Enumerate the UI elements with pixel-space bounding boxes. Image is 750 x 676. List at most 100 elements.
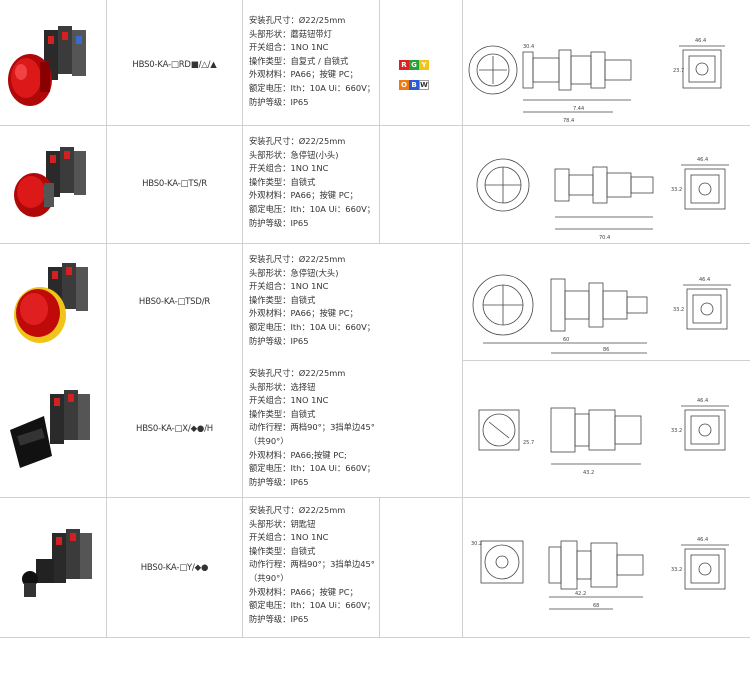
dimension-label: 33.2 bbox=[671, 187, 682, 193]
spec-line: 开关组合：1NO 1NC bbox=[249, 281, 329, 292]
grid-line bbox=[0, 497, 750, 498]
spec-line: 开关组合：1NO 1NC bbox=[249, 163, 329, 174]
spec-line: 安装孔尺寸：Ø22/25mm bbox=[249, 505, 346, 515]
dimension-label: 43.2 bbox=[583, 470, 594, 476]
dimension-label: 7.44 bbox=[573, 106, 584, 112]
product-row: HBS0-KA-□TSD/R 安装孔尺寸：Ø22/25mm 头部形状：急停钮(大… bbox=[0, 243, 750, 360]
spec-line: 安装孔尺寸：Ø22/25mm bbox=[249, 254, 346, 264]
grid-line bbox=[0, 125, 750, 126]
grid-line bbox=[242, 0, 243, 637]
spec-line: 操作类型：自复式 / 自锁式 bbox=[249, 55, 349, 66]
color-code-y: Y bbox=[419, 60, 429, 70]
dimension-drawing: 60 86 46.4 33.2 bbox=[463, 243, 750, 360]
dimension-drawing: 70.4 46.4 33.2 bbox=[463, 125, 750, 243]
spec-line: 头部形状：急停钮(大头) bbox=[249, 267, 339, 278]
grid-line bbox=[106, 0, 107, 637]
dimension-label: 46.4 bbox=[697, 537, 708, 543]
dimension-label: 46.4 bbox=[695, 38, 706, 44]
dimension-label: 68 bbox=[593, 603, 599, 609]
grid-line bbox=[462, 0, 463, 637]
color-code-o: O bbox=[399, 80, 409, 90]
spec-line: 防护等级：IP65 bbox=[249, 96, 309, 107]
dimension-label: 60 bbox=[563, 337, 569, 343]
spec-line: 安装孔尺寸：Ø22/25mm bbox=[249, 368, 346, 378]
spec-line: 操作类型：自锁式 bbox=[249, 294, 316, 305]
dimension-label: 46.4 bbox=[697, 398, 708, 404]
spec-line: 头部形状：选择钮 bbox=[249, 381, 316, 392]
spec-line: 头部形状：钥匙钮 bbox=[249, 518, 316, 529]
dimension-drawing: 30.2 42.2 68 46.4 33.2 bbox=[463, 497, 750, 637]
spec-line: 额定电压：Ith：10A Ui：660V； bbox=[249, 600, 376, 611]
product-photo-estop-small bbox=[0, 125, 106, 243]
color-code-r: R bbox=[399, 60, 409, 70]
product-photo-key-switch bbox=[0, 497, 106, 637]
dimension-label: 78.4 bbox=[563, 118, 574, 124]
dimension-label: 33.2 bbox=[671, 428, 682, 434]
dimension-label: 46.4 bbox=[697, 157, 708, 163]
spec-list: 安装孔尺寸：Ø22/25mm 头部形状：钥匙钮 开关组合：1NO 1NC 操作类… bbox=[249, 504, 379, 626]
spec-line: 防护等级：IP65 bbox=[249, 217, 309, 228]
spec-line: 操作类型：自锁式 bbox=[249, 545, 316, 556]
spec-list: 安装孔尺寸：Ø22/25mm 头部形状：急停钮(小头) 开关组合：1NO 1NC… bbox=[249, 135, 379, 230]
dimension-drawing: 25.7 43.2 46.4 33.2 bbox=[463, 360, 750, 497]
spec-line: （共90°） bbox=[249, 435, 289, 446]
spec-line: 安装孔尺寸：Ø22/25mm bbox=[249, 15, 346, 25]
spec-line: 额定电压：Ith：10A Ui：660V； bbox=[249, 321, 376, 332]
spec-line: 动作行程：两档90°；3挡单边45° bbox=[249, 559, 375, 570]
spec-line: 额定电压：Ith：10A Ui：660V； bbox=[249, 203, 376, 214]
spec-line: 外观材料：PA66；按键 PC； bbox=[249, 586, 358, 597]
model-code: HBS0-KA-□RD■/△/▲ bbox=[132, 60, 217, 70]
product-photo-estop-large bbox=[0, 243, 106, 360]
dimension-label: 42.2 bbox=[575, 591, 586, 597]
spec-list: 安装孔尺寸：Ø22/25mm 头部形状：急停钮(大头) 开关组合：1NO 1NC… bbox=[249, 253, 379, 348]
grid-line bbox=[0, 243, 750, 244]
spec-line: 开关组合：1NO 1NC bbox=[249, 395, 329, 406]
spec-line: 外观材料：PA66；按键 PC； bbox=[249, 69, 358, 80]
dimension-label: 33.2 bbox=[671, 567, 682, 573]
model-code: HBS0-KA-□TS/R bbox=[142, 179, 207, 189]
spec-line: 外观材料：PA66;按键 PC; bbox=[249, 449, 347, 460]
grid-line bbox=[462, 360, 750, 361]
spec-line: 安装孔尺寸：Ø22/25mm bbox=[249, 136, 346, 146]
model-code: HBS0-KA-□X/◆●/H bbox=[136, 424, 213, 434]
model-code: HBS0-KA-□Y/◆● bbox=[140, 563, 209, 573]
spec-line: 动作行程：两档90°；3挡单边45° bbox=[249, 422, 375, 433]
dimension-label: 70.4 bbox=[599, 235, 610, 241]
grid-line bbox=[0, 637, 750, 638]
spec-line: 外观材料：PA66；按键 PC； bbox=[249, 308, 358, 319]
color-code-w: W bbox=[419, 80, 429, 90]
grid-line bbox=[379, 497, 380, 637]
color-code-b: B bbox=[409, 80, 419, 90]
dimension-label: 33.2 bbox=[673, 307, 684, 313]
product-row: HBS0-KA-□RD■/△/▲ 安装孔尺寸：Ø22/25mm 头部形状：蘑菇钮… bbox=[0, 0, 750, 125]
grid-line bbox=[379, 0, 380, 243]
spec-line: 外观材料：PA66；按键 PC； bbox=[249, 190, 358, 201]
spec-line: 头部形状：蘑菇钮带灯 bbox=[249, 28, 332, 39]
spec-line: 操作类型：自锁式 bbox=[249, 408, 316, 419]
dimension-label: 23.7 bbox=[673, 68, 684, 74]
spec-list: 安装孔尺寸：Ø22/25mm 头部形状：蘑菇钮带灯 开关组合：1NO 1NC 操… bbox=[249, 14, 379, 109]
spec-line: 额定电压：Ith：10A Ui：660V； bbox=[249, 82, 376, 93]
dimension-label: 30.4 bbox=[523, 44, 534, 50]
spec-line: 防护等级：IP65 bbox=[249, 335, 309, 346]
dimension-drawing: 7.44 78.4 30.4 46.4 23.7 bbox=[463, 0, 750, 125]
dimension-label: 86 bbox=[603, 347, 609, 353]
spec-line: 防护等级：IP65 bbox=[249, 613, 309, 624]
spec-line: 头部形状：急停钮(小头) bbox=[249, 149, 339, 160]
spec-list: 安装孔尺寸：Ø22/25mm 头部形状：选择钮 开关组合：1NO 1NC 操作类… bbox=[249, 367, 379, 489]
spec-line: 防护等级：IP65 bbox=[249, 476, 309, 487]
color-code-g: G bbox=[409, 60, 419, 70]
spec-line: （共90°） bbox=[249, 572, 289, 583]
product-photo-selector bbox=[0, 360, 106, 497]
spec-line: 开关组合：1NO 1NC bbox=[249, 42, 329, 53]
spec-line: 操作类型：自锁式 bbox=[249, 176, 316, 187]
dimension-label: 46.4 bbox=[699, 277, 710, 283]
product-row: HBS0-KA-□TS/R 安装孔尺寸：Ø22/25mm 头部形状：急停钮(小头… bbox=[0, 125, 750, 243]
product-photo-mushroom-lamp bbox=[0, 0, 106, 125]
product-row: HBS0-KA-□Y/◆● 安装孔尺寸：Ø22/25mm 头部形状：钥匙钮 开关… bbox=[0, 497, 750, 637]
spec-line: 开关组合：1NO 1NC bbox=[249, 532, 329, 543]
model-code: HBS0-KA-□TSD/R bbox=[138, 297, 211, 307]
spec-line: 额定电压：Ith：10A Ui：660V； bbox=[249, 463, 376, 474]
dimension-label: 30.2 bbox=[471, 541, 482, 547]
